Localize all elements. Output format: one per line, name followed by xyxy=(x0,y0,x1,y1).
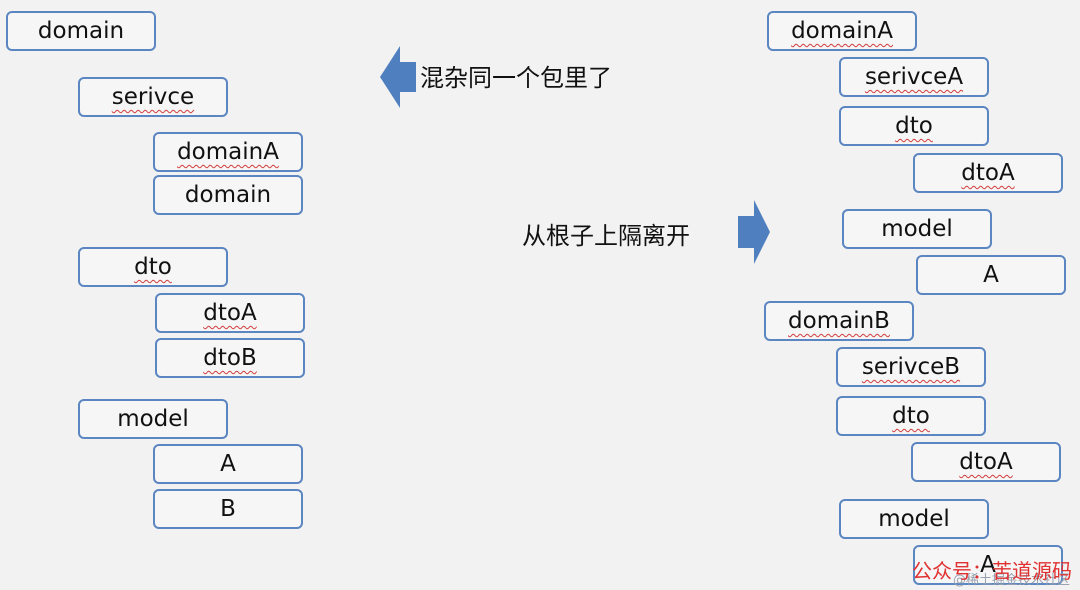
arrow-right-shape xyxy=(738,200,770,264)
arrow-left-icon xyxy=(380,46,416,108)
left-box-label: domain xyxy=(184,182,272,208)
right-box-label: serivceB xyxy=(861,354,961,380)
right-box-dto-2: dto xyxy=(836,396,986,436)
right-box-label: serivceA xyxy=(864,64,964,90)
left-box-domain-2: domain xyxy=(153,175,303,215)
right-box-model-2: model xyxy=(839,499,989,539)
right-box-label: A xyxy=(983,262,999,288)
annotation-isolated: 从根子上隔离开 xyxy=(522,222,690,250)
left-box-serivce: serivce xyxy=(78,77,228,117)
left-box-dto: dto xyxy=(78,247,228,287)
right-box-dtoA: dtoA xyxy=(913,153,1063,193)
right-box-label: domainA xyxy=(791,18,893,44)
right-box-label: dtoA xyxy=(959,449,1013,475)
right-box-label: dtoA xyxy=(961,160,1015,186)
right-box-serivceB: serivceB xyxy=(836,347,986,387)
right-box-label: model xyxy=(881,216,953,242)
watermark: 公众号：苦道源码 xyxy=(912,559,1072,583)
left-box-label: domain xyxy=(37,18,125,44)
right-box-A-2: A xyxy=(913,545,1063,585)
left-box-model: model xyxy=(78,399,228,439)
right-box-model: model xyxy=(842,209,992,249)
left-box-label: B xyxy=(220,496,236,522)
watermark-faint: @稀土掘金技术社区 xyxy=(952,573,1070,588)
right-box-dtoA-2: dtoA xyxy=(911,442,1061,482)
arrow-left-shape xyxy=(380,46,416,108)
arrow-right-icon xyxy=(738,200,770,264)
left-box-label: dtoA xyxy=(203,300,257,326)
left-box-label: model xyxy=(117,406,189,432)
right-box-serivceA: serivceA xyxy=(839,57,989,97)
right-box-dto: dto xyxy=(839,106,989,146)
right-box-domainB: domainB xyxy=(764,301,914,341)
right-box-label: dto xyxy=(892,403,930,429)
left-box-label: dto xyxy=(134,254,172,280)
left-box-label: A xyxy=(220,451,236,477)
right-box-label: model xyxy=(878,506,950,532)
left-box-dtoA: dtoA xyxy=(155,293,305,333)
right-box-label: dto xyxy=(895,113,933,139)
right-box-domainA: domainA xyxy=(767,11,917,51)
left-box-A: A xyxy=(153,444,303,484)
right-box-label: A xyxy=(980,552,996,578)
left-box-domainA: domainA xyxy=(153,132,303,172)
annotation-mixed: 混杂同一个包里了 xyxy=(420,64,612,92)
right-box-label: domainB xyxy=(788,308,890,334)
left-box-B: B xyxy=(153,489,303,529)
left-box-dtoB: dtoB xyxy=(155,338,305,378)
left-box-label: serivce xyxy=(111,84,195,110)
left-box-domain: domain xyxy=(6,11,156,51)
left-box-label: dtoB xyxy=(203,345,257,371)
left-box-label: domainA xyxy=(177,139,279,165)
right-box-A: A xyxy=(916,255,1066,295)
